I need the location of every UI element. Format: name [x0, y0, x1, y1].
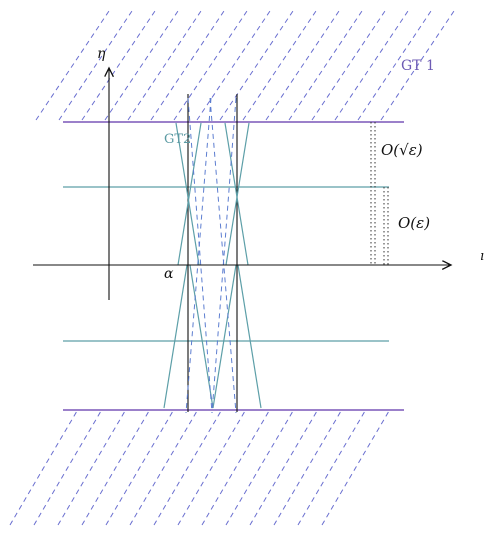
alpha-label: α [164, 266, 174, 282]
teal-slanted-line [163, 264, 188, 409]
upper-hatch-line [242, 7, 319, 121]
lower-hatch-line [273, 410, 342, 526]
dashed-slanted-line [187, 97, 213, 414]
lower-hatch-line [225, 410, 294, 526]
teal-slanted-line [237, 264, 262, 409]
teal-slanted-line [177, 122, 202, 266]
lower-hatch-line [9, 410, 78, 526]
lower-hatch-line [249, 410, 318, 526]
gt2-label: GT2 [164, 132, 191, 147]
upper-hatch-line [150, 7, 227, 121]
upper-hatch-line [104, 7, 181, 121]
upper-hatch-line [380, 7, 457, 121]
x-axis-label-fragment: ı [480, 249, 484, 264]
lower-hatch-lines [9, 410, 390, 526]
eta-axis-label: η [97, 46, 106, 62]
lower-hatch-line [81, 410, 150, 526]
upper-hatch-line [196, 7, 273, 121]
upper-hatch-line [58, 7, 135, 121]
teal-slanted-line [224, 122, 249, 266]
teal-slanted-line [212, 264, 237, 409]
upper-hatch-line [265, 7, 342, 121]
dashed-slanted-line [209, 97, 237, 414]
teal-slanted-line [225, 122, 250, 266]
lower-hatch-line [105, 410, 174, 526]
lower-hatch-line [321, 410, 390, 526]
teal-slanted-line [175, 122, 200, 266]
lower-hatch-line [153, 410, 222, 526]
upper-hatch-line [173, 7, 250, 121]
lower-hatch-line [297, 410, 366, 526]
lower-hatch-line [177, 410, 246, 526]
upper-hatch-lines [35, 7, 457, 121]
dashed-slanted-line [211, 97, 237, 414]
gt1-label: GT 1 [401, 58, 435, 74]
upper-hatch-line [127, 7, 204, 121]
epsilon-label: O(ε) [398, 214, 430, 232]
upper-hatch-line [334, 7, 411, 121]
upper-hatch-line [81, 7, 158, 121]
dashed-slanted-line [185, 97, 212, 414]
sqrt-epsilon-label: O(√ε) [381, 141, 423, 159]
center-lines [163, 94, 262, 414]
upper-hatch-line [288, 7, 365, 121]
upper-hatch-line [219, 7, 296, 121]
upper-hatch-line [357, 7, 434, 121]
lower-hatch-line [33, 410, 102, 526]
teal-slanted-line [189, 264, 214, 409]
lower-hatch-line [201, 410, 270, 526]
lower-hatch-line [57, 410, 126, 526]
measurement-guides [370, 122, 389, 265]
upper-hatch-line [35, 7, 112, 121]
lower-hatch-line [129, 410, 198, 526]
upper-hatch-line [311, 7, 388, 121]
